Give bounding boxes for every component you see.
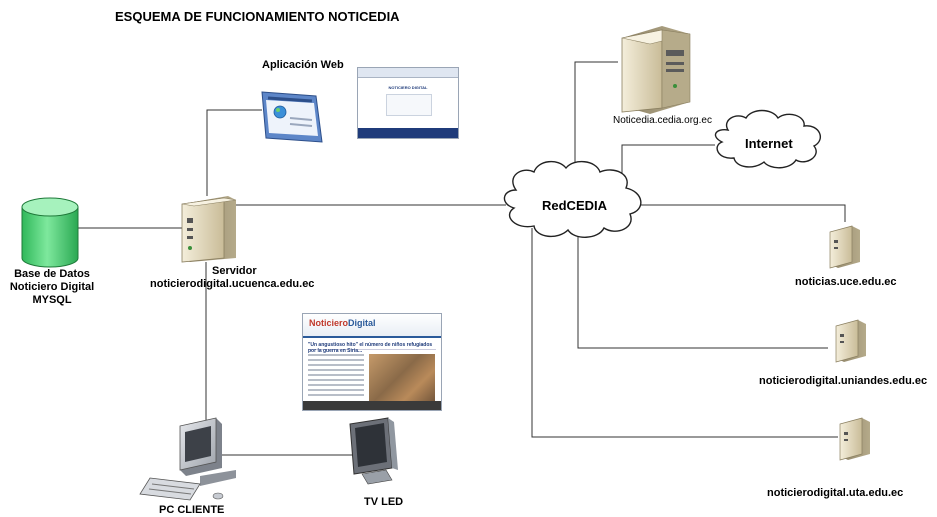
main-server-icon (621, 26, 691, 114)
link-redcedia-noticedia (574, 61, 618, 178)
database-label-line1: Base de Datos (14, 268, 90, 280)
news-logo-part-b: Digital (348, 318, 376, 328)
news-logo-part-a: Noticiero (309, 318, 349, 328)
noticedia-server-label: Noticedia.cedia.org.ec (613, 115, 712, 126)
server-tower-icon (181, 196, 237, 263)
connection-lines (78, 61, 846, 456)
uniandes-server-icon (835, 319, 866, 363)
news-headline: "Un angustioso hito" el número de niños … (308, 342, 436, 354)
link-redcedia-uta (531, 228, 838, 438)
news-page-screenshot: NoticieroDigital "Un angustioso hito" el… (302, 313, 442, 411)
database-icon (21, 197, 79, 268)
link-server-webapp (206, 109, 262, 196)
web-app-screenshot-title: NOTICIERO DIGITAL (388, 85, 428, 90)
web-app-label: Aplicación Web (262, 59, 344, 71)
desktop-computer-icon (139, 417, 236, 501)
server-label: Servidor (212, 265, 257, 277)
uniandes-label: noticierodigital.uniandes.edu.ec (759, 375, 928, 387)
pc-client-label: PC CLIENTE (159, 504, 225, 516)
news-footer (303, 401, 441, 410)
web-app-screenshot: NOTICIERO DIGITAL (357, 67, 459, 139)
uta-server-icon (839, 417, 870, 461)
login-form (386, 94, 432, 116)
news-photo (369, 354, 435, 404)
uta-label: noticierodigital.uta.edu.ec (767, 487, 904, 499)
internet-cloud-icon (714, 109, 822, 169)
web-app-footer (358, 128, 458, 138)
tv-monitor-icon (349, 417, 398, 485)
page-title: ESQUEMA DE FUNCIONAMIENTO NOTICEDIA (115, 9, 400, 24)
redcedia-label: RedCEDIA (542, 198, 608, 213)
browser-toolbar (358, 68, 458, 78)
news-logo: NoticieroDigital (309, 318, 376, 328)
database-label-line2: Noticiero Digital (9, 281, 95, 293)
uce-label: noticias.uce.edu.ec (795, 276, 897, 288)
internet-label: Internet (745, 136, 793, 151)
news-body-text (308, 354, 364, 399)
server-host-label: noticierodigital.ucuenca.edu.ec (150, 278, 315, 290)
uce-server-icon (829, 225, 860, 269)
link-redcedia-uniandes (577, 228, 828, 349)
database-label-line3: MYSQL (32, 294, 72, 306)
database-label: Base de Datos Noticiero Digital MYSQL (2, 268, 102, 307)
browser-window-icon (261, 91, 323, 143)
link-redcedia-uce (640, 204, 846, 222)
link-redcedia-internet (621, 144, 715, 183)
redcedia-cloud-icon (503, 161, 642, 238)
tv-led-label: TV LED (364, 496, 404, 508)
news-header: NoticieroDigital (303, 314, 441, 338)
